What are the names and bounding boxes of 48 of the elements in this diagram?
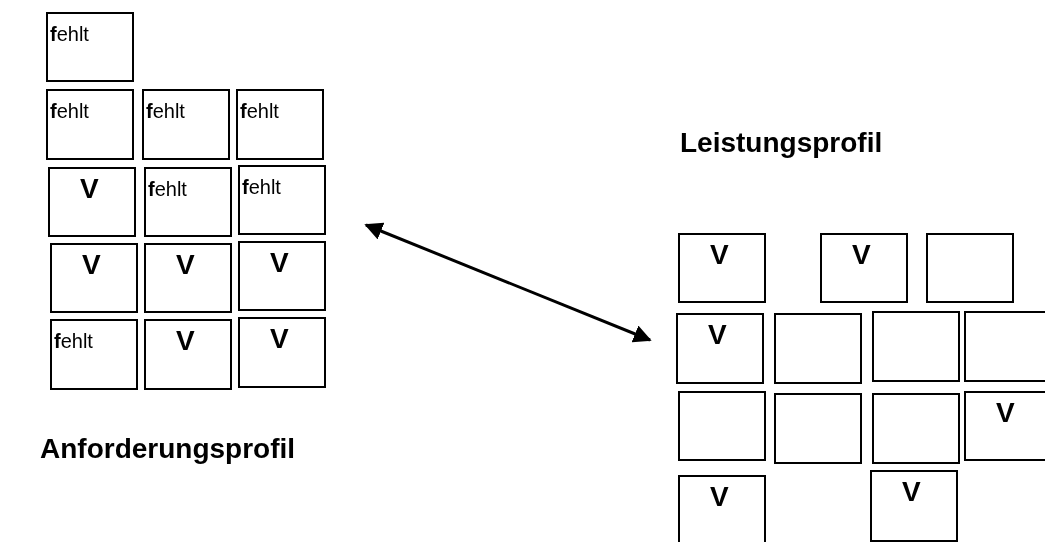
box-letter: V [852,241,871,269]
profile-box [238,165,326,235]
box-text: fehlt [50,24,89,44]
profile-box [144,167,232,237]
box-text: fehlt [146,101,185,121]
profile-box [236,89,324,160]
profile-title: Leistungsprofil [680,126,883,160]
box-text: fehlt [54,331,93,351]
profile-box [774,313,862,384]
profile-box [50,243,138,313]
double-arrow [364,222,652,343]
profile-box [50,319,138,390]
profile-box [144,319,232,390]
profile-box [48,167,136,237]
profile-box [872,393,960,464]
box-letter: V [80,175,99,203]
box-letter: V [996,399,1015,427]
profile-box [870,470,958,542]
profile-box [238,317,326,388]
box-text: fehlt [148,179,187,199]
box-text: fehlt [50,101,89,121]
box-letter: V [82,251,101,279]
profile-box [678,391,766,461]
profile-box [142,89,230,160]
profile-box [678,475,766,542]
profile-box [964,311,1045,382]
profile-box [46,89,134,160]
box-letter: V [710,483,729,511]
profile-box [774,393,862,464]
box-letter: V [270,325,289,353]
profile-box [926,233,1014,303]
profile-box [678,233,766,303]
box-letter: V [902,478,921,506]
box-text: fehlt [240,101,279,121]
profile-box [238,241,326,311]
box-letter: V [176,251,195,279]
profile-box [46,12,134,82]
profile-box [820,233,908,303]
profile-box [144,243,232,313]
box-letter: V [708,321,727,349]
box-letter: V [176,327,195,355]
profile-box [964,391,1045,461]
profile-box [872,311,960,382]
profile-title: Anforderungsprofil [40,432,296,466]
box-text: fehlt [242,177,281,197]
box-letter: V [710,241,729,269]
profile-box [676,313,764,384]
box-letter: V [270,249,289,277]
